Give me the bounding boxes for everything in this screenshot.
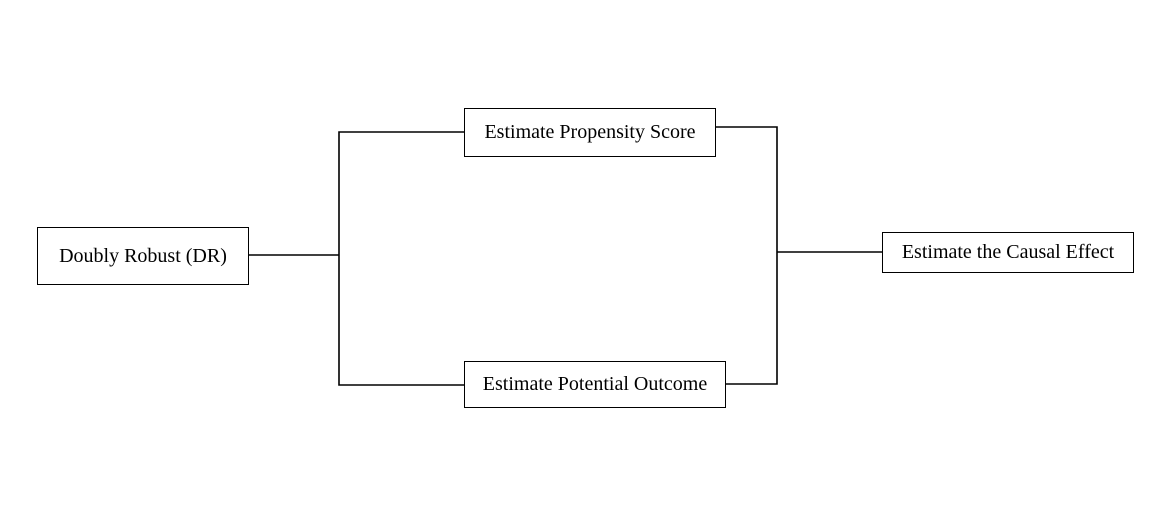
node-estimate-causal-effect: Estimate the Causal Effect xyxy=(882,232,1134,273)
node-estimate-propensity-score-label: Estimate Propensity Score xyxy=(484,121,696,143)
connector-split-to-outcome xyxy=(338,255,464,386)
connector-split-to-propensity xyxy=(338,131,464,255)
node-estimate-propensity-score: Estimate Propensity Score xyxy=(464,108,716,157)
node-estimate-causal-effect-label: Estimate the Causal Effect xyxy=(901,241,1115,263)
node-estimate-potential-outcome: Estimate Potential Outcome xyxy=(464,361,726,408)
node-estimate-potential-outcome-label: Estimate Potential Outcome xyxy=(482,373,708,395)
node-doubly-robust-label: Doubly Robust (DR) xyxy=(59,244,227,267)
connector-outcome-to-merge xyxy=(726,252,778,385)
connector-propensity-to-merge xyxy=(716,126,778,252)
node-doubly-robust: Doubly Robust (DR) xyxy=(37,227,249,285)
